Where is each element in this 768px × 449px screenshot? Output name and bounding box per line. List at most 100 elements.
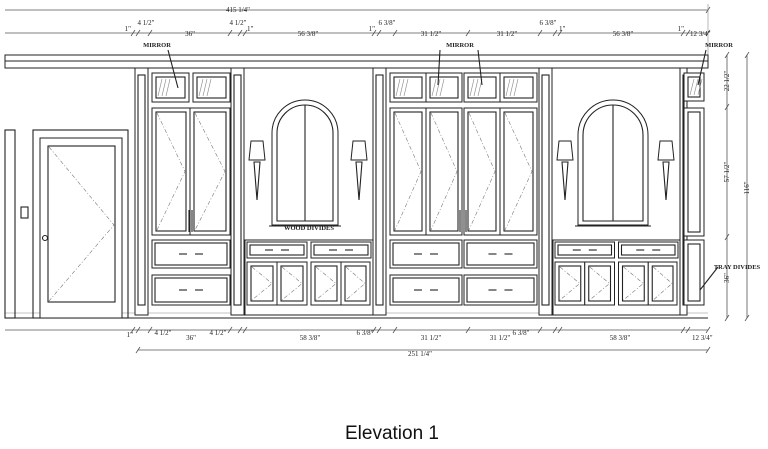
dim-bottom: 4 1/2"	[209, 329, 226, 337]
dim-top: 6 3/8"	[539, 19, 556, 27]
cabinet-door	[463, 107, 501, 236]
panel-inset	[687, 111, 701, 233]
dim-top: 31 1/2"	[497, 30, 518, 38]
door-swing-line	[653, 266, 673, 301]
drawer-panel	[557, 244, 613, 256]
leader-mirror	[697, 49, 707, 86]
mirror-hatch	[161, 78, 167, 97]
dimension-tick	[147, 326, 153, 334]
entry-door	[39, 137, 123, 319]
sconce-shade	[657, 140, 675, 161]
cabinet-door	[151, 107, 191, 236]
dimension-tick	[130, 29, 136, 37]
pilaster-inset	[541, 74, 550, 306]
mirror-hatch	[206, 78, 212, 97]
cabinet-door	[389, 107, 427, 236]
drawer	[554, 241, 615, 259]
dimension-tick	[685, 29, 691, 37]
tall-panel	[683, 107, 705, 237]
door-panel	[280, 265, 304, 302]
dim-bottom: 31 1/2"	[490, 334, 511, 342]
door-swing-line	[48, 146, 115, 302]
door-knob	[41, 234, 49, 242]
dimension-tick	[724, 233, 730, 241]
dimension-tick	[465, 326, 471, 334]
drawer-panel	[392, 277, 460, 303]
door-panel	[651, 265, 674, 302]
dim-top: 36"	[185, 30, 195, 38]
mirror-frame	[151, 72, 190, 103]
dimension-tick	[465, 29, 471, 37]
drawer-panel	[392, 242, 460, 266]
dim-bottom: 58 3/8"	[610, 334, 631, 342]
dimension-tick	[371, 326, 377, 334]
mirror-frame	[389, 72, 427, 103]
crown-molding	[4, 60, 709, 69]
mirror-hatch	[198, 78, 204, 97]
dimension-tick	[705, 29, 711, 37]
cabinet-door	[276, 261, 308, 306]
mirror-hatch	[439, 78, 445, 97]
mirror-hatch	[395, 78, 401, 97]
dimension-tick	[680, 326, 686, 334]
mirror-frame	[463, 72, 501, 103]
dimension-tick	[227, 29, 233, 37]
drawer	[389, 239, 463, 269]
drawer-panel	[466, 242, 535, 266]
dimension-tick	[680, 29, 686, 37]
dim-top: 1"	[559, 25, 566, 33]
light-switch	[20, 206, 29, 219]
dim-vertical-overall: 116"	[743, 181, 751, 194]
dim-overall-bottom: 251 1/4"	[408, 350, 432, 358]
mirror-hatch	[469, 78, 475, 97]
door-swing-line	[156, 112, 186, 231]
door-panel	[193, 111, 227, 232]
mirror-glass	[196, 76, 227, 99]
dim-overall-top: 415 1/4"	[226, 6, 250, 14]
dimension-tick	[242, 29, 248, 37]
dim-vertical-lower: 36"	[723, 273, 731, 283]
sconce-arm	[355, 161, 363, 201]
dimension-tick	[135, 29, 141, 37]
note-wood-divides: WOOD DIVIDES	[284, 225, 334, 232]
pilaster-inset	[233, 74, 242, 306]
door-swing-line	[430, 112, 458, 231]
cabinet-door	[246, 261, 278, 306]
cabinet-door	[499, 107, 538, 236]
dimension-tick	[237, 29, 243, 37]
dimension-tick	[557, 29, 563, 37]
door-swing-line	[468, 112, 496, 231]
drawer-panel	[620, 244, 676, 256]
mirror-glass	[429, 76, 459, 99]
dim-vertical-upper: 22 1/2"	[723, 71, 731, 92]
leader-tray-divides	[699, 266, 719, 291]
dim-top: 6 3/8"	[378, 19, 395, 27]
mirror-frame	[425, 72, 463, 103]
dimension-tick	[147, 29, 153, 37]
pilaster	[230, 67, 245, 316]
drawer	[463, 239, 538, 269]
drawer	[246, 241, 308, 259]
mirror-glass	[467, 76, 497, 99]
dimension-tick	[552, 29, 558, 37]
door-swing-line	[394, 112, 422, 231]
door-swing-line	[623, 266, 644, 301]
dim-bottom: 12 3/4"	[692, 334, 713, 342]
dim-top: 31 1/2"	[421, 30, 442, 38]
dimension-tick	[237, 326, 243, 334]
door-panel	[588, 265, 612, 302]
dimension-tick	[135, 326, 141, 334]
mirror-hatch	[693, 78, 699, 96]
dimension-tick	[242, 326, 248, 334]
door-glass-panel	[47, 145, 116, 303]
mirror-hatch	[157, 78, 163, 97]
drawer	[151, 239, 231, 269]
door-panel	[250, 265, 274, 302]
mirror-hatch	[689, 78, 695, 96]
dimension-tick	[227, 326, 233, 334]
door-panel	[155, 111, 187, 232]
note-mirror-right: MIRROR	[705, 42, 733, 49]
mirror-frame	[192, 72, 231, 103]
drawer-panel	[313, 244, 369, 256]
sconce-shade	[350, 140, 368, 161]
